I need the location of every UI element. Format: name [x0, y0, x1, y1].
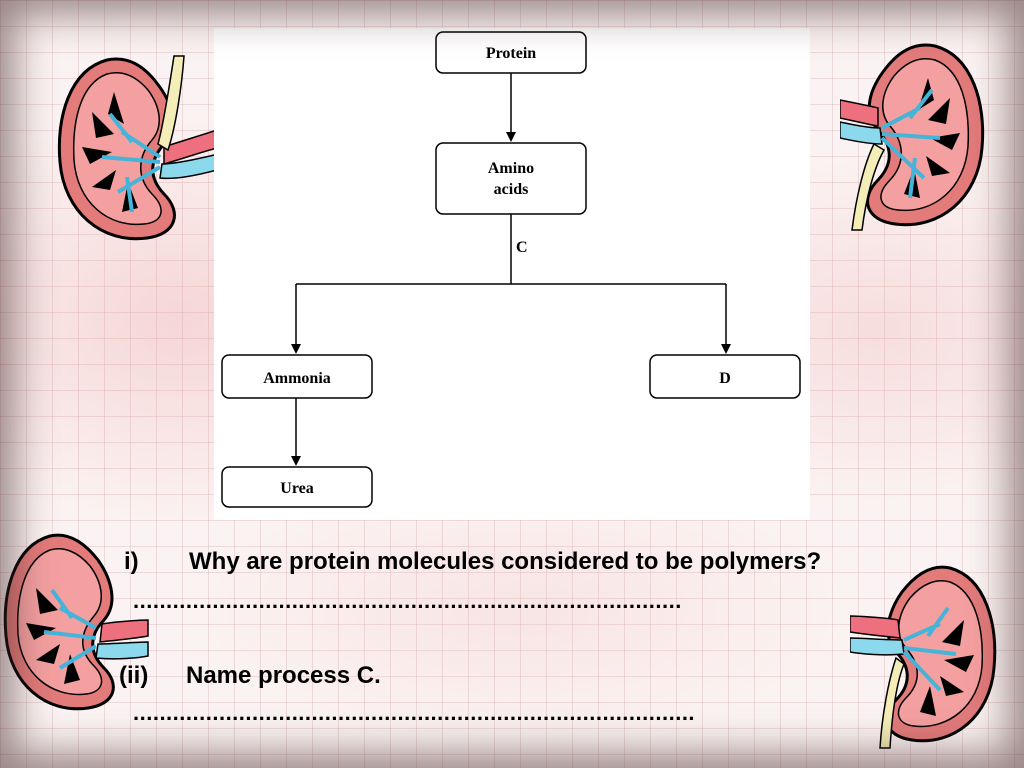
kidney-illustration-bottom-right — [850, 565, 997, 749]
question-1-answer-line: ........................................… — [133, 588, 682, 613]
node-amino-acids-label-line2: acids — [494, 181, 529, 198]
node-protein-box — [435, 31, 587, 74]
flowchart: Protein Amino acids C Ammonia D Urea — [221, 31, 801, 508]
question-2-answer-line: ........................................… — [133, 700, 696, 725]
node-d-box — [649, 354, 801, 399]
process-c-label: C — [516, 239, 528, 256]
question-2-number: (ii) — [119, 662, 149, 689]
node-protein-label: Protein — [486, 45, 536, 62]
node-ammonia-label: Ammonia — [263, 370, 331, 387]
kidney-illustration-top-right — [840, 43, 985, 231]
node-d-label: D — [719, 370, 731, 387]
question-1-text: Why are protein molecules considered to … — [189, 548, 822, 575]
kidney-illustration-bottom-left — [3, 533, 149, 711]
kidney-illustration-top-left — [57, 55, 217, 241]
node-urea-label: Urea — [280, 480, 313, 497]
node-ammonia-box — [221, 354, 373, 399]
node-amino-acids-label-line1: Amino — [488, 160, 534, 177]
node-urea-box — [221, 466, 373, 508]
question-1-number: i) — [124, 548, 139, 575]
question-2-text: Name process C. — [186, 662, 381, 689]
diagram-panel: Protein Amino acids C Ammonia D Urea — [214, 28, 810, 520]
node-amino-acids-box — [435, 142, 587, 215]
